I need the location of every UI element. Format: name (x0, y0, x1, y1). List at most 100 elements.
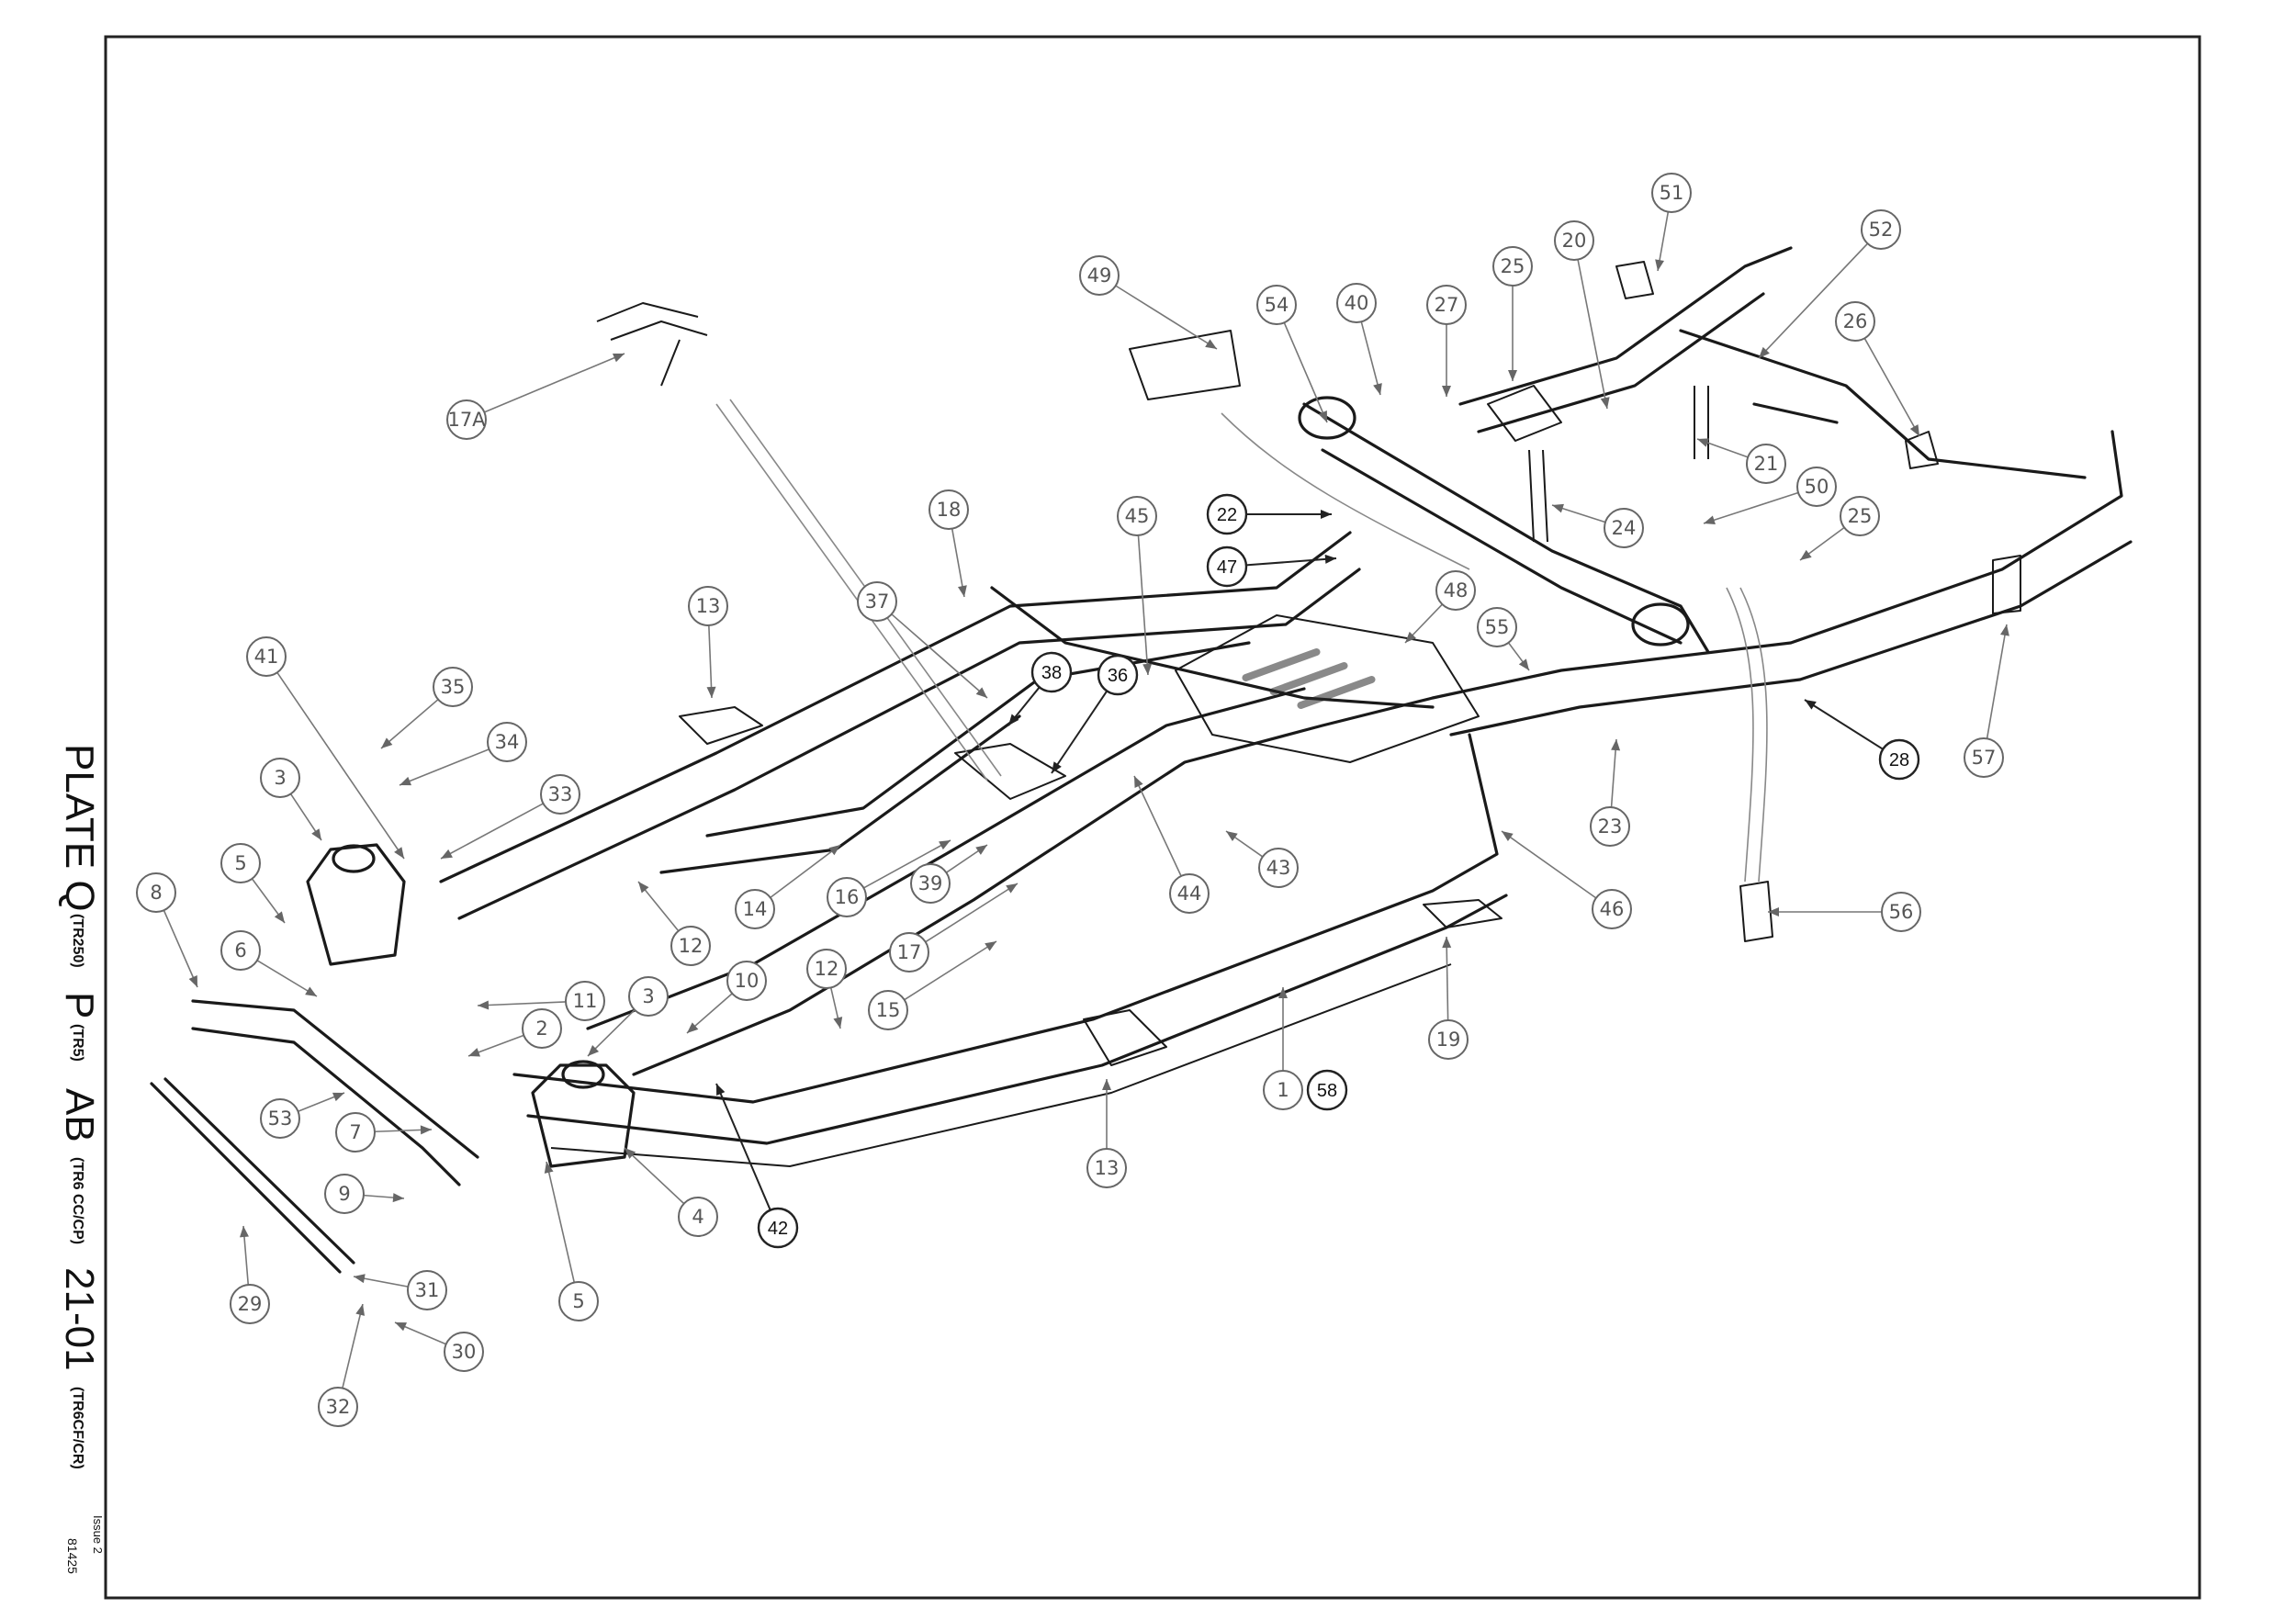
leader-arrowhead (1405, 631, 1416, 643)
callout-number: 4 (692, 1206, 703, 1228)
leader-arrowhead (1508, 370, 1517, 381)
callout-circle (628, 976, 669, 1017)
leader-arrowhead (1600, 397, 1610, 409)
leader-line (863, 839, 951, 889)
callout-number: 31 (415, 1279, 440, 1301)
callout-c5b: 5 (544, 1161, 599, 1321)
leader-arrowhead (716, 1084, 726, 1096)
callout-c34: 34 (399, 722, 527, 786)
callout-number: 7 (349, 1121, 361, 1143)
callout-c4: 4 (624, 1147, 718, 1237)
leader-arrowhead (975, 687, 987, 698)
callout-number: 40 (1345, 292, 1369, 314)
leader-line (1360, 321, 1381, 396)
callout-number: 1 (1277, 1079, 1289, 1101)
callout-circle (558, 1281, 599, 1321)
leader-arrowhead (441, 849, 453, 859)
callout-c24: 24 (1551, 503, 1644, 548)
callout-number: 12 (815, 958, 839, 980)
callout-c5a: 5 (220, 843, 286, 924)
leader-arrowhead (1611, 739, 1621, 751)
callout-number: 11 (573, 990, 598, 1012)
leader-arrowhead (332, 1092, 344, 1102)
leader-arrowhead (468, 1048, 480, 1057)
callout-number: 33 (548, 783, 573, 805)
plate-ab-model: (TR6 CC/CP) (70, 1157, 85, 1244)
leader-arrowhead (1226, 831, 1238, 841)
leader-line (1283, 321, 1328, 423)
leader-arrowhead (1373, 383, 1382, 395)
callout-c36: 36 (1051, 654, 1139, 774)
callout-circle (260, 1098, 300, 1139)
leader-arrowhead (240, 1226, 249, 1238)
leader-arrowhead (311, 828, 321, 840)
callout-number: 20 (1562, 230, 1587, 252)
leader-arrowhead (1697, 438, 1709, 447)
callout-number: 17 (897, 941, 922, 963)
callout-c3b: 3 (587, 976, 669, 1057)
leader-line (1115, 285, 1218, 350)
callout-number: 28 (1889, 750, 1909, 770)
callout-c20: 20 (1554, 220, 1610, 410)
callout-c58: 58 (1306, 1069, 1348, 1111)
callout-circle (1030, 651, 1073, 693)
callout-c9: 9 (324, 1174, 405, 1214)
leader-arrowhead (381, 737, 393, 748)
callout-number: 5 (572, 1290, 584, 1312)
callout-number: 24 (1612, 517, 1637, 539)
callout-c29: 29 (230, 1225, 270, 1324)
callout-circle (857, 581, 897, 622)
callout-circle (827, 877, 867, 917)
leader-line (1501, 830, 1597, 899)
callout-c42: 42 (715, 1083, 799, 1249)
leader-arrowhead (1552, 503, 1564, 513)
leader-arrowhead (420, 1125, 432, 1135)
callout-circle (1492, 246, 1533, 287)
leader-line (951, 528, 965, 598)
callout-c57: 57 (1964, 624, 2009, 778)
leader-arrowhead (687, 1022, 699, 1033)
callout-circle (1097, 654, 1139, 696)
leader-arrowhead (833, 1017, 843, 1029)
callout-number: 53 (268, 1108, 293, 1130)
callout-c41: 41 (246, 636, 405, 860)
callout-circle (1336, 283, 1377, 323)
callout-number: 30 (452, 1341, 477, 1363)
callout-c43: 43 (1225, 830, 1299, 888)
callout-circle (929, 489, 969, 530)
callout-circle (446, 399, 487, 440)
callout-circle (324, 1174, 365, 1214)
callout-c7: 7 (335, 1112, 433, 1153)
leader-arrowhead (1052, 761, 1062, 773)
callout-number: 12 (679, 935, 703, 957)
callout-circle (318, 1387, 358, 1427)
callout-c45: 45 (1117, 496, 1157, 676)
leader-line (1051, 690, 1109, 774)
callout-circle (1590, 806, 1630, 847)
callout-circle (1878, 738, 1920, 781)
callout-circle (487, 722, 527, 762)
callout-c12a: 12 (637, 881, 711, 966)
leader-arrowhead (1800, 549, 1812, 560)
callout-number: 38 (1041, 663, 1062, 683)
callout-number: 48 (1444, 579, 1469, 602)
leader-arrowhead (638, 882, 649, 894)
leader-line (624, 1147, 685, 1205)
callout-c51: 51 (1651, 173, 1692, 272)
callout-c16: 16 (827, 839, 951, 917)
plate-number-model: (TR6CF/CR) (70, 1387, 85, 1469)
callout-number: 43 (1266, 857, 1291, 879)
callout-c23: 23 (1590, 738, 1630, 847)
callout-circle (1477, 607, 1517, 647)
leader-line (399, 748, 490, 786)
callout-circle (540, 774, 580, 815)
leader-arrowhead (355, 1304, 366, 1316)
callout-circle (757, 1207, 799, 1249)
leader-line (484, 353, 625, 413)
callout-c48: 48 (1404, 570, 1476, 644)
callout-circle (1306, 1069, 1348, 1111)
callout-c40: 40 (1336, 283, 1382, 396)
callout-circle (1256, 285, 1297, 325)
leader-arrowhead (395, 1322, 407, 1332)
